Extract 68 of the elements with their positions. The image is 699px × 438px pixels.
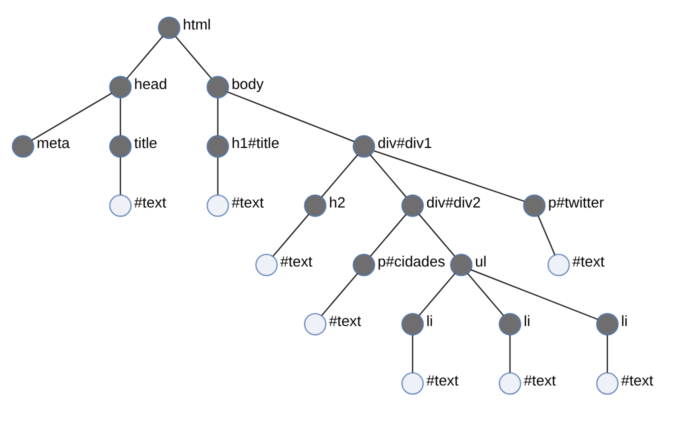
node-label: #text (328, 314, 362, 330)
node-circle (596, 313, 619, 336)
node-circle (109, 76, 132, 98)
node-label: #text (621, 373, 654, 390)
connector (227, 91, 354, 142)
node-circle (206, 135, 230, 158)
node-label: head (134, 76, 168, 93)
node-circle (547, 254, 570, 276)
connector (370, 154, 407, 198)
node-circle (158, 16, 180, 40)
node-circle (401, 194, 424, 217)
connector (126, 36, 164, 79)
node-label: body (232, 76, 264, 93)
node-label: div#div1 (378, 136, 432, 152)
connector (120, 98, 122, 136)
node-label: li (426, 314, 433, 330)
node-label: li (524, 314, 530, 330)
connector (272, 214, 310, 257)
node-circle (255, 254, 278, 276)
connector (370, 214, 407, 257)
node-label: title (134, 136, 158, 152)
connector (374, 150, 525, 202)
node-label: html (182, 18, 211, 34)
node-label: ul (475, 254, 487, 271)
node-label: div#div2 (426, 195, 481, 212)
connector (470, 269, 598, 320)
node-circle (12, 135, 34, 158)
node-circle (450, 254, 472, 276)
node-label: p#cidades (378, 254, 446, 271)
node-circle (304, 194, 326, 217)
node-label: #text (280, 254, 312, 271)
node-circle (352, 254, 376, 276)
node-label: #text (572, 254, 605, 271)
node-label: #text (232, 195, 264, 212)
connector (321, 273, 358, 316)
node-circle (401, 372, 424, 395)
node-circle (206, 194, 230, 217)
connector (467, 273, 504, 316)
node-label: #text (134, 195, 166, 212)
node-label: #text (426, 373, 458, 390)
connector (412, 335, 414, 373)
node-circle (304, 313, 326, 336)
connector (31, 92, 112, 141)
node-circle (498, 372, 522, 395)
connector (120, 157, 122, 195)
connector (217, 157, 218, 195)
node-circle (206, 76, 230, 98)
connector (606, 335, 608, 373)
node-label: meta (36, 136, 70, 152)
node-label: #text (524, 373, 556, 390)
connector (538, 215, 556, 256)
connector (509, 335, 511, 373)
node-label: p#twitter (548, 195, 604, 212)
connector (418, 214, 456, 257)
node-circle (109, 135, 132, 158)
node-label: h1#title (232, 136, 280, 152)
node-label: h2 (328, 195, 346, 212)
node-circle (401, 313, 424, 336)
node-circle (596, 372, 619, 395)
connector (418, 273, 456, 316)
connector (175, 36, 212, 79)
connector (321, 154, 358, 198)
node-circle (523, 194, 546, 217)
node-circle (352, 135, 376, 158)
node-circle (498, 313, 522, 336)
connector (217, 98, 218, 136)
node-label: li (621, 314, 628, 330)
node-circle (109, 194, 132, 217)
